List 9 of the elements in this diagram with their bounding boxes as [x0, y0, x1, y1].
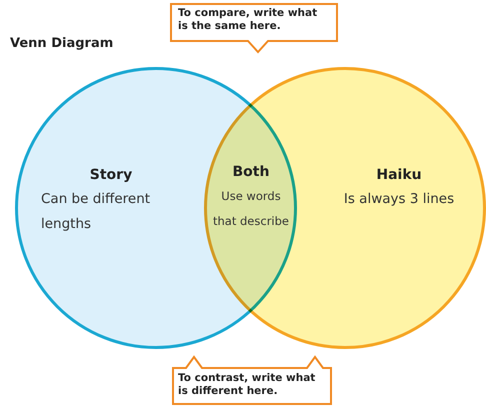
diagram-title: Venn Diagram — [10, 36, 114, 51]
callout-text: To compare, write what is the same here. — [178, 7, 318, 33]
circle-heading: Story — [88, 167, 134, 183]
circle-text: Is always 3 lines — [342, 190, 456, 209]
circle-heading: Haiku — [375, 167, 423, 183]
circle-heading: Both — [232, 164, 270, 180]
circle-text: Can be different lengths — [41, 190, 152, 234]
circle-text: Use words that describe — [212, 188, 290, 230]
callout-text: To contrast, write what is different here. — [178, 372, 316, 398]
